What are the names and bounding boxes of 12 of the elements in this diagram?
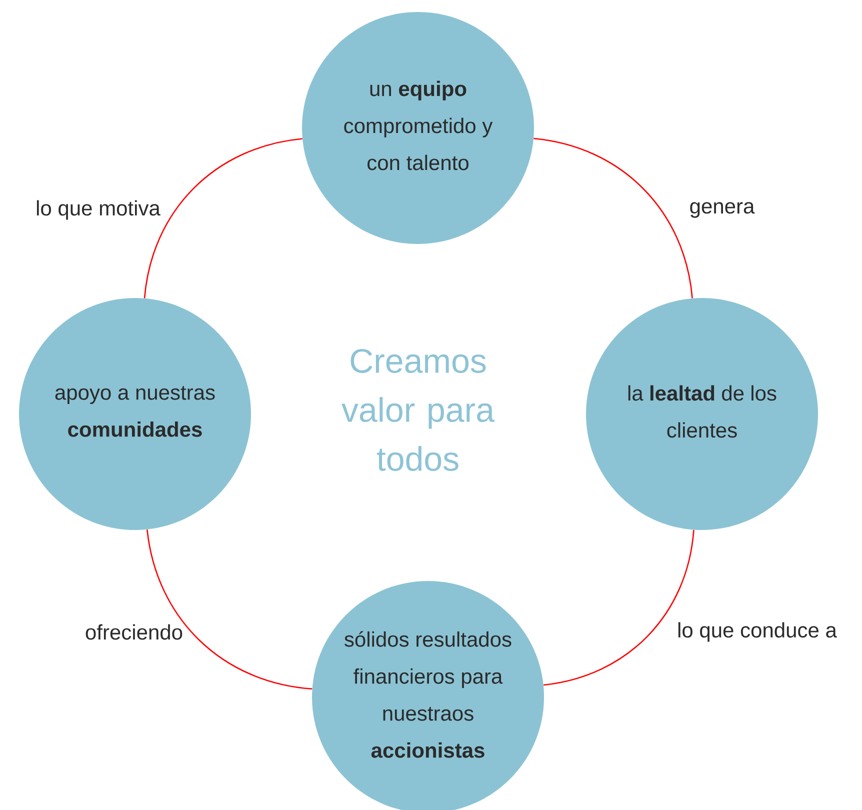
circle-node: apoyo a nuestras comunidades [19, 298, 251, 530]
center-heading: Creamos valor para todos [342, 348, 494, 472]
arc-connector [543, 530, 694, 686]
arc-connector [534, 138, 693, 298]
arc-connector [146, 529, 312, 690]
circle-node: la lealtad de los clientes [586, 298, 818, 530]
edge-label: genera [690, 202, 755, 218]
edge-label: ofreciendo [86, 624, 182, 640]
edge-label: lo que conduce a [678, 622, 837, 642]
circle-node: un equipo comprometido y con talento [302, 12, 534, 244]
arc-connector [144, 138, 302, 298]
edge-label: lo que motiva [36, 200, 160, 220]
